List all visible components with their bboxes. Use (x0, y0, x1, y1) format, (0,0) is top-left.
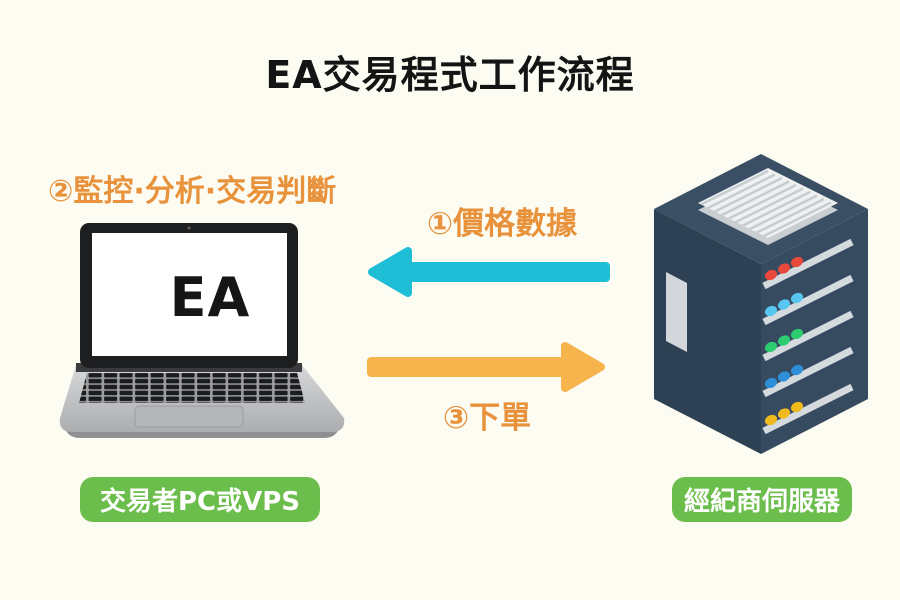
step1-price-data-label: ①價格數據 (426, 206, 578, 242)
server-graphic (654, 154, 868, 454)
laptop-icon (57, 219, 347, 447)
server-icon (654, 154, 869, 456)
step3-order-label: ③下單 (442, 400, 532, 436)
laptop-graphic (59, 223, 345, 438)
step2-monitor-label: ②監控·分析·交易判斷 (48, 174, 337, 209)
server-leds (764, 256, 804, 426)
laptop-screen-text: EA (169, 266, 251, 329)
page-title: EA交易程式工作流程 (265, 53, 635, 97)
broker-server-badge: 經紀商伺服器 (672, 477, 852, 522)
price-data-arrow-icon (366, 246, 611, 302)
trader-pc-badge: 交易者PC或VPS (80, 477, 320, 522)
order-arrow-icon (367, 341, 607, 397)
